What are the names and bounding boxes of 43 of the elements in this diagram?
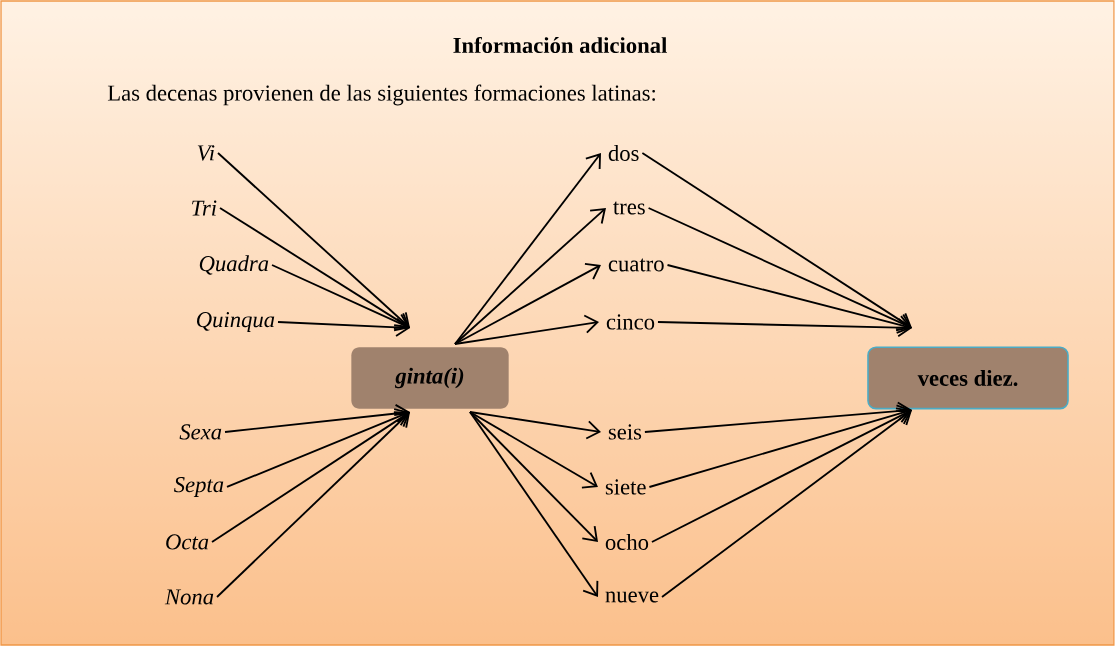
number-word: nueve (605, 591, 659, 603)
arrow (219, 207, 410, 329)
arrow (224, 403, 410, 433)
number-word: cuatro (608, 258, 664, 272)
suffix-box: ginta(i) (351, 347, 509, 409)
latin-word: Sexa (179, 424, 222, 440)
title: Información adicional (453, 36, 667, 54)
arrow (211, 411, 410, 543)
arrow (454, 208, 606, 345)
arrow (454, 262, 601, 345)
arrow (666, 264, 912, 334)
arrow (661, 410, 912, 598)
arrow (469, 411, 599, 597)
arrow (469, 411, 598, 489)
arrow (454, 314, 599, 345)
number-word: siete (605, 479, 646, 495)
number-word: tres (613, 201, 645, 215)
latin-word: Vi (197, 145, 215, 161)
arrow (643, 401, 912, 433)
latin-word: Nona (164, 589, 214, 605)
arrow (217, 152, 410, 328)
number-word: dos (608, 145, 639, 161)
latin-word: Quinqua (197, 312, 275, 332)
arrow (216, 412, 410, 598)
number-word: seis (608, 424, 642, 440)
arrow (648, 404, 912, 488)
result-box: veces diez. (867, 346, 1069, 410)
number-word: cinco (606, 314, 655, 330)
latin-word: Septa (174, 477, 224, 497)
intro-text: Las decenas provienen de las siguientes formaciones latinas: (107, 84, 655, 106)
arrow (651, 407, 912, 543)
arrow (657, 318, 912, 338)
arrow (277, 317, 410, 337)
latin-word: Tri (192, 200, 217, 216)
arrow (226, 408, 410, 488)
latin-word: Quadra (199, 255, 269, 275)
arrow (271, 264, 410, 332)
latin-word: Octa (166, 534, 209, 550)
arrow (469, 411, 598, 542)
arrow (454, 153, 601, 345)
arrow (647, 207, 912, 332)
number-word: ocho (605, 534, 649, 550)
arrow (469, 411, 601, 440)
